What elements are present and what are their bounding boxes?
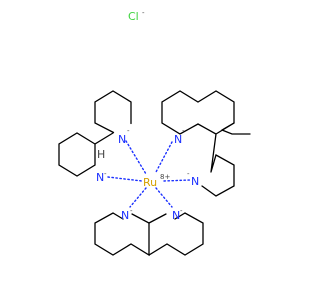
coord-bond-n5 xyxy=(129,187,147,208)
chloride-charge: - xyxy=(142,9,145,17)
ring-a-bonds xyxy=(94,90,132,134)
ring-d-bonds xyxy=(197,122,251,197)
ligand-bonds xyxy=(58,90,251,257)
hydrogen-atom: H xyxy=(97,148,105,161)
ruthenium-charge: 8+ xyxy=(160,173,170,181)
nitrogen-label-2: N xyxy=(96,171,104,184)
coordination-bonds xyxy=(107,140,191,208)
bipyridine-ruthenium-complex-structure: Cl - Ru 8+ N - N - N - N xyxy=(58,9,251,257)
ring-b-bonds xyxy=(58,132,114,177)
chloride-ion: Cl - xyxy=(128,9,145,23)
coord-bond-n4 xyxy=(163,179,191,182)
coord-bond-n3 xyxy=(155,141,173,173)
nitrogen-charge-5: - xyxy=(130,207,133,215)
ring-f-bonds xyxy=(148,212,204,256)
ring-c-bonds xyxy=(161,90,235,135)
nitrogen-atoms: N - N - N - N - N - N - xyxy=(96,127,199,222)
nitrogen-label-6: N xyxy=(172,209,180,222)
nitrogen-charge-1: - xyxy=(127,127,130,135)
nitrogen-charge-3: - xyxy=(182,127,185,135)
coord-bond-n1 xyxy=(125,140,147,175)
nitrogen-charge-6: - xyxy=(180,207,183,215)
hydrogen-label: H xyxy=(97,148,105,161)
ruthenium-label: Ru xyxy=(143,176,157,189)
ring-e-bonds xyxy=(94,212,150,257)
nitrogen-label-3: N xyxy=(174,133,182,146)
coord-bond-n2 xyxy=(107,176,143,182)
nitrogen-charge-4: - xyxy=(187,170,190,178)
nitrogen-label-5: N xyxy=(121,209,129,222)
nitrogen-charge-2: - xyxy=(104,170,107,178)
ruthenium-atom: Ru 8+ xyxy=(143,173,170,189)
nitrogen-label-1: N xyxy=(118,133,126,146)
coord-bond-n6 xyxy=(155,187,173,208)
nitrogen-label-4: N xyxy=(191,175,199,188)
chloride-label: Cl xyxy=(128,10,139,23)
